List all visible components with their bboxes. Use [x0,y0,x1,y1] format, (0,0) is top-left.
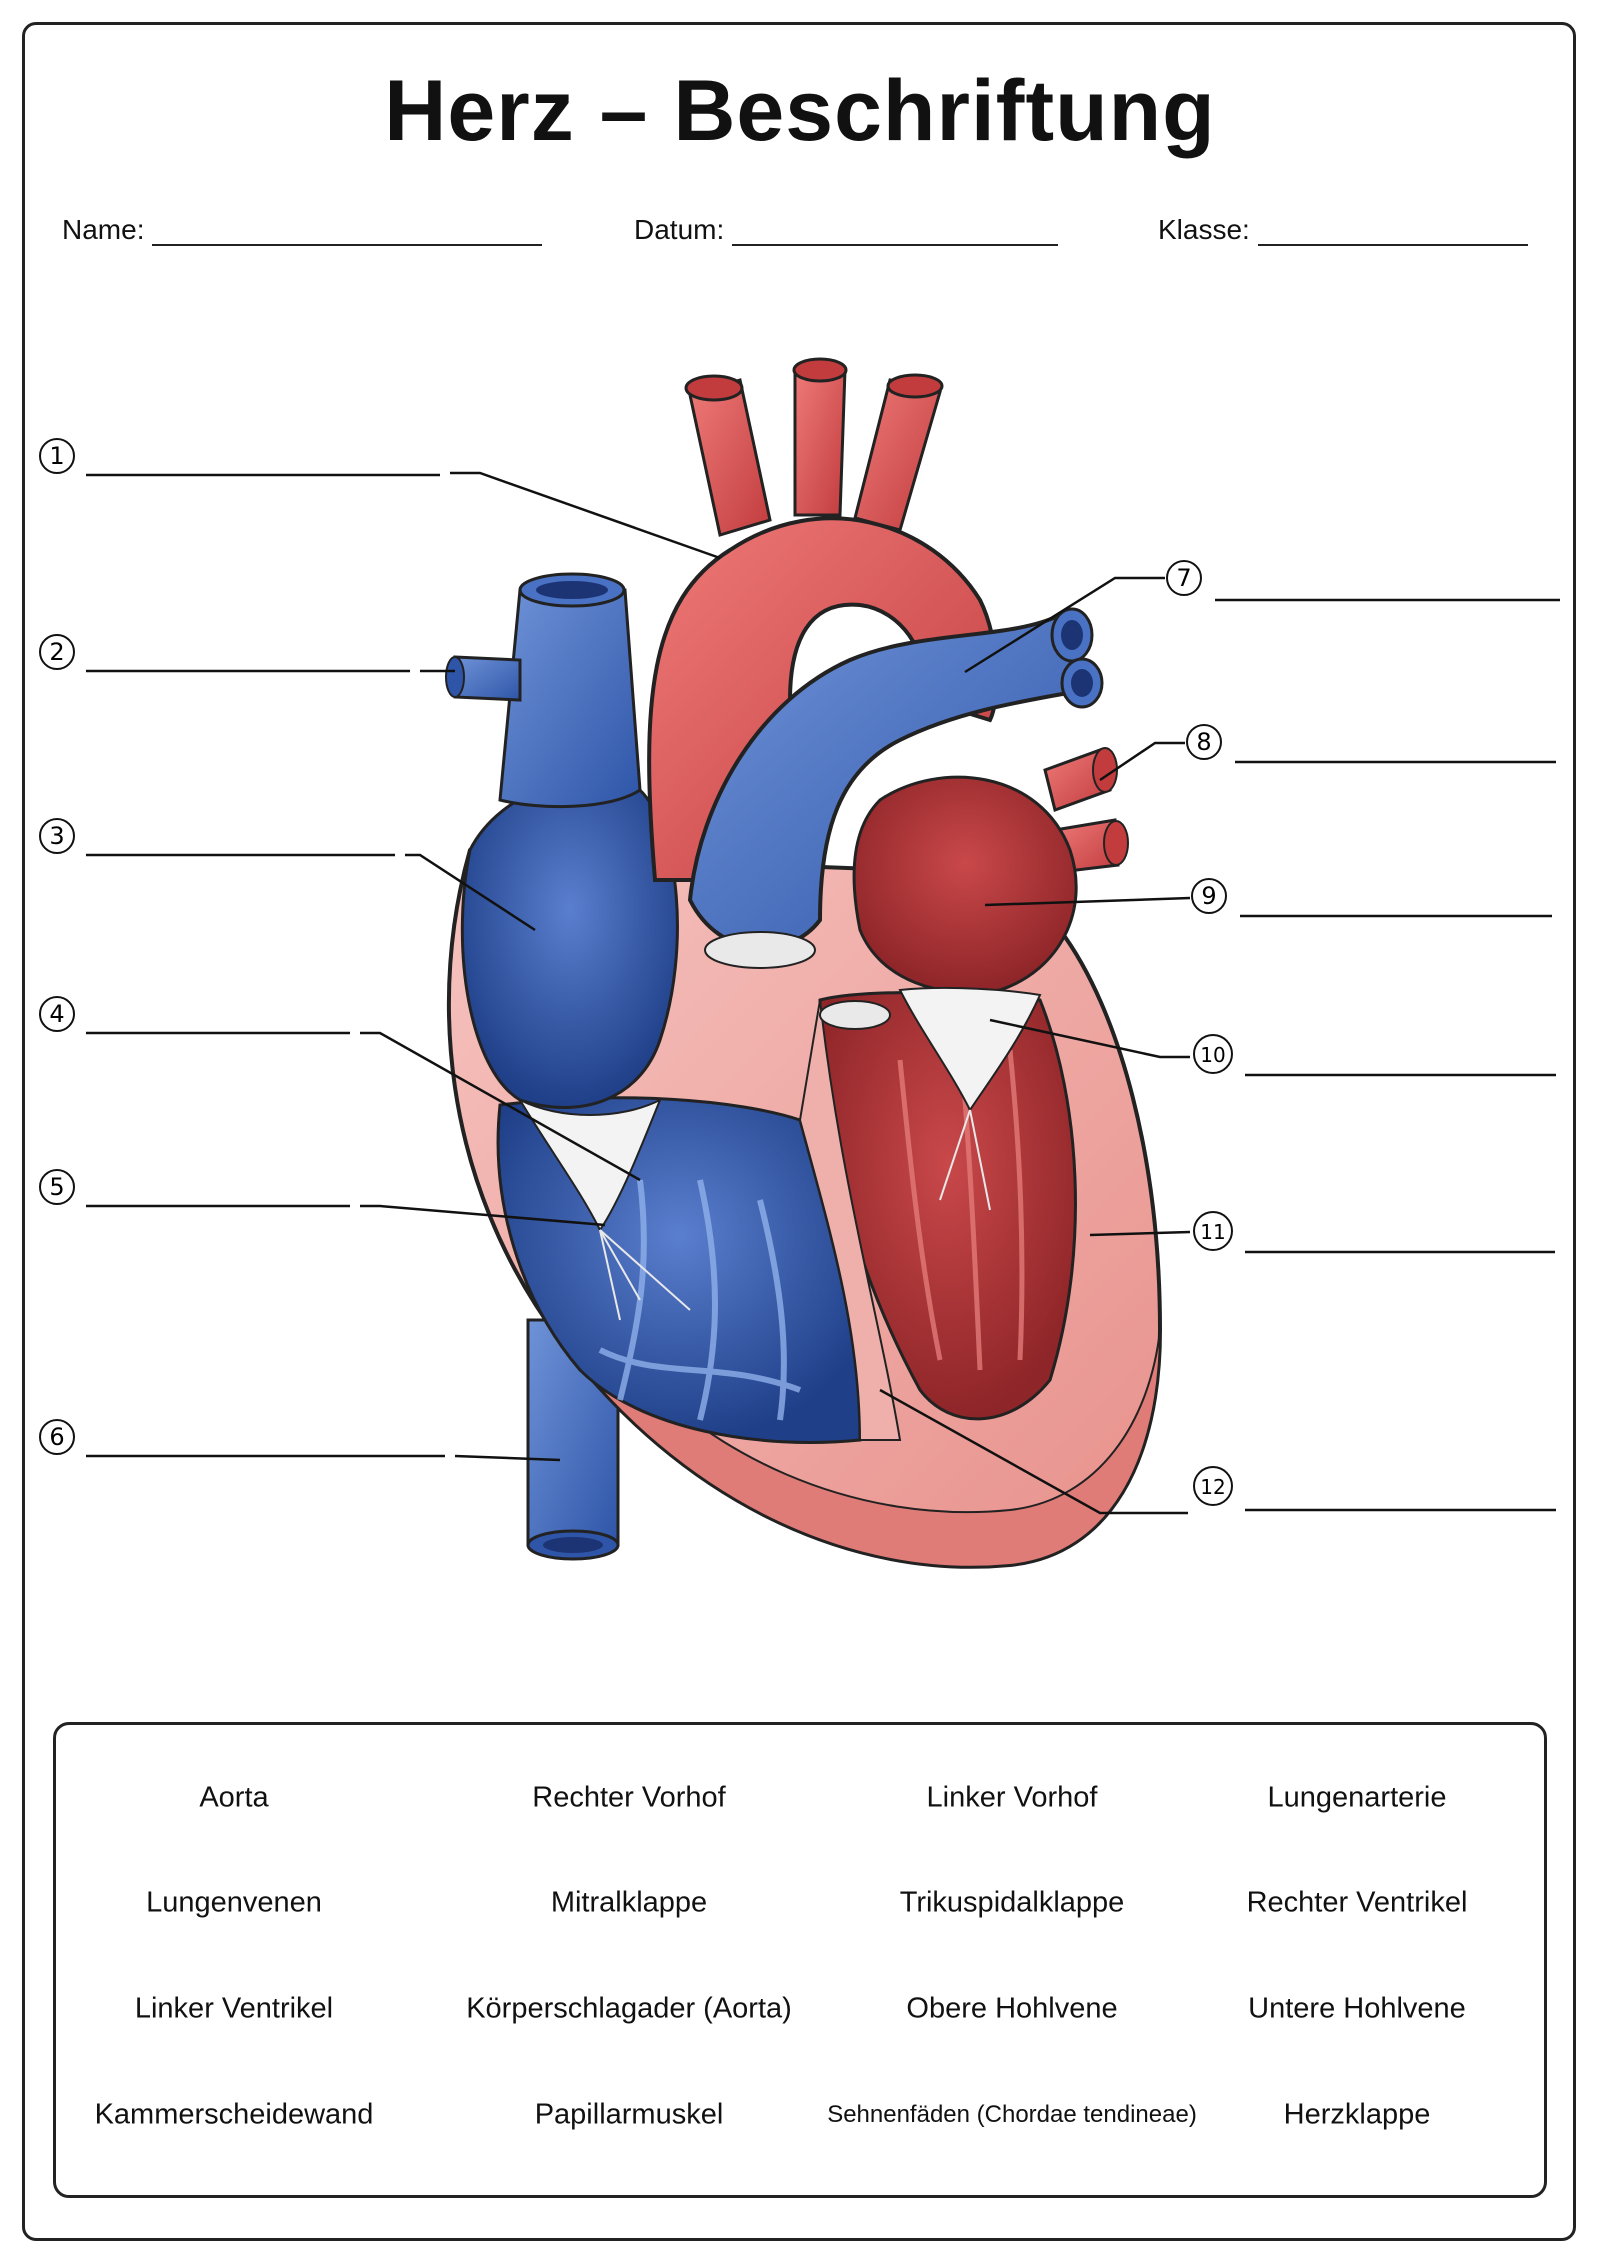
pulmonary-artery [687,607,1104,969]
word-bank: Aorta Rechter Vorhof Linker Vorhof Lungenar… [53,1722,1547,2198]
word-bank-item: Körperschlagader (Aorta) [466,1992,792,2025]
callout-1: 1 [39,438,75,474]
mitral-valve [819,986,1042,1211]
callout-12: 12 [1193,1466,1233,1506]
callout-3: 3 [39,818,75,854]
pulmonary-veins [1043,747,1129,874]
callout-4-number: 4 [49,1000,64,1028]
callout-11-number: 11 [1200,1220,1225,1244]
callout-9: 9 [1191,878,1227,914]
class-label: Klasse: [1158,214,1250,245]
callout-2: 2 [39,634,75,670]
name-field[interactable]: Name: [62,214,543,246]
date-field[interactable]: Datum: [634,214,1059,246]
callout-7-number: 7 [1176,564,1191,592]
class-answer-line[interactable] [1257,218,1528,246]
word-bank-item: Rechter Ventrikel [1246,1886,1468,1919]
word-bank-item: Sehnenfäden (Chordae tendineae) [827,2101,1197,2128]
name-answer-line[interactable] [152,218,543,246]
word-bank-item: Papillarmuskel [534,2098,724,2131]
word-bank-item: Linker Ventrikel [134,1992,334,2025]
callout-4: 4 [39,996,75,1032]
septum [798,999,902,1441]
callout-9-number: 9 [1201,882,1216,910]
callout-8: 8 [1186,724,1222,760]
callout-7: 7 [1166,560,1202,596]
callout-1-number: 1 [49,442,64,470]
word-bank-item: Aorta [199,1781,269,1814]
word-bank-item: Obere Hohlvene [906,1992,1118,2025]
callout-10-number: 10 [1200,1043,1225,1067]
callout-2-number: 2 [49,638,64,666]
callout-10: 10 [1193,1034,1233,1074]
callout-5-number: 5 [49,1173,64,1201]
worksheet-frame [22,22,1576,2241]
word-bank-item: Trikuspidalklappe [899,1886,1125,1919]
callout-5: 5 [39,1169,75,1205]
date-answer-line[interactable] [732,218,1059,246]
callout-11: 11 [1193,1211,1233,1251]
callout-6: 6 [39,1419,75,1455]
callout-8-number: 8 [1196,728,1211,756]
word-bank-item: Kammerscheidewand [94,2098,374,2131]
word-bank-item: Mitralklappe [550,1886,708,1919]
callout-6-number: 6 [49,1423,64,1451]
word-bank-item: Untere Hohlvene [1248,1992,1466,2025]
callouts: 1 2 3 4 5 6 7 8 9 10 11 12 [39,438,1233,1506]
page-title: Herz – Beschriftung [384,63,1216,159]
word-bank-item: Linker Vorhof [926,1781,1098,1814]
left-atrium [852,775,1078,994]
word-bank-item: Lungenarterie [1267,1781,1447,1814]
word-bank-item: Herzklappe [1283,2098,1431,2131]
heart-apex-band [558,1328,1161,1568]
heart-diagram: 1 2 3 4 5 6 7 8 9 10 11 12 [39,357,1560,1569]
class-field[interactable]: Klasse: [1158,214,1528,246]
leader-lines-left [86,471,721,1462]
right-papillary-muscles [598,1179,802,1421]
word-bank-item: Lungenvenen [146,1886,322,1919]
superior-vena-cava [445,572,642,809]
leader-lines-right [879,576,1560,1515]
name-label: Name: [62,214,145,245]
date-label: Datum: [634,214,725,245]
callout-3-number: 3 [49,822,64,850]
word-bank-grid: Aorta Rechter Vorhof Linker Vorhof Lungenar… [56,1725,1544,2195]
right-atrium [460,776,679,1109]
word-bank-item: Rechter Vorhof [532,1781,726,1814]
callout-12-number: 12 [1200,1475,1225,1499]
